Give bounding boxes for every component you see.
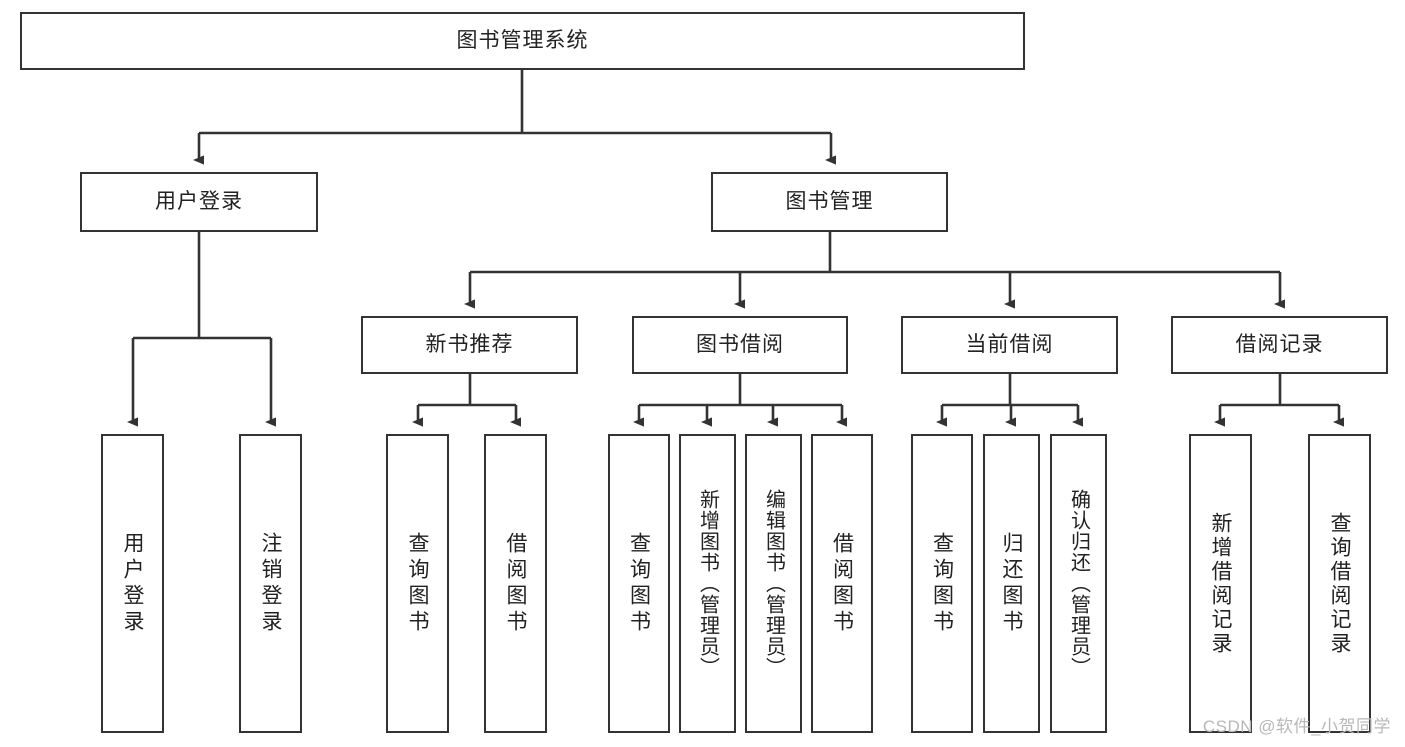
leaf-return-book[interactable]: 归还图书	[983, 434, 1040, 733]
leaf-user-login-label: 用户登录	[121, 531, 145, 636]
leaf-confirm-return-admin[interactable]: 确认归还（管理员）	[1050, 434, 1107, 733]
node-book-borrow[interactable]: 图书借阅	[632, 316, 848, 374]
leaf-query-book-borrow[interactable]: 查询图书	[608, 434, 670, 733]
leaf-borrow-book-label: 借阅图书	[830, 531, 854, 636]
leaf-edit-book-admin[interactable]: 编辑图书（管理员）	[745, 434, 802, 733]
leaf-add-borrow-record-label: 新增借阅记录	[1209, 511, 1233, 656]
node-borrow-record-label: 借阅记录	[1235, 333, 1324, 357]
leaf-add-book-admin[interactable]: 新增图书（管理员）	[679, 434, 736, 733]
node-root-label: 图书管理系统	[456, 29, 589, 53]
node-user-login[interactable]: 用户登录	[80, 172, 318, 232]
leaf-query-book-recommend[interactable]: 查询图书	[386, 434, 449, 733]
leaf-query-book-current[interactable]: 查询图书	[911, 434, 973, 733]
leaf-borrow-book-recommend[interactable]: 借阅图书	[484, 434, 547, 733]
leaf-edit-book-admin-label: 编辑图书（管理员）	[762, 489, 785, 678]
leaf-borrow-book-recommend-label: 借阅图书	[504, 531, 528, 636]
node-book-management-label: 图书管理	[785, 190, 874, 214]
node-user-login-label: 用户登录	[155, 190, 243, 214]
node-current-borrow[interactable]: 当前借阅	[901, 316, 1118, 374]
node-root[interactable]: 图书管理系统	[20, 12, 1025, 70]
leaf-query-book-recommend-label: 查询图书	[406, 531, 430, 636]
node-new-book-recommend[interactable]: 新书推荐	[361, 316, 578, 374]
leaf-query-book-borrow-label: 查询图书	[627, 531, 651, 636]
leaf-return-book-label: 归还图书	[1000, 531, 1024, 636]
node-current-borrow-label: 当前借阅	[965, 333, 1054, 357]
node-book-borrow-label: 图书借阅	[696, 333, 784, 357]
node-borrow-record[interactable]: 借阅记录	[1171, 316, 1388, 374]
leaf-add-book-admin-label: 新增图书（管理员）	[696, 489, 719, 678]
csdn-watermark: CSDN @软件_小贺同学	[1202, 717, 1391, 736]
leaf-query-book-current-label: 查询图书	[930, 531, 954, 636]
leaf-user-login[interactable]: 用户登录	[101, 434, 164, 733]
leaf-logout[interactable]: 注销登录	[239, 434, 302, 733]
node-new-book-recommend-label: 新书推荐	[425, 333, 514, 357]
leaf-borrow-book[interactable]: 借阅图书	[811, 434, 873, 733]
leaf-add-borrow-record[interactable]: 新增借阅记录	[1189, 434, 1252, 733]
leaf-query-borrow-record[interactable]: 查询借阅记录	[1308, 434, 1371, 733]
leaf-confirm-return-admin-label: 确认归还（管理员）	[1067, 489, 1090, 678]
leaf-query-borrow-record-label: 查询借阅记录	[1328, 511, 1352, 656]
node-book-management[interactable]: 图书管理	[711, 172, 948, 232]
leaf-logout-label: 注销登录	[259, 531, 283, 636]
